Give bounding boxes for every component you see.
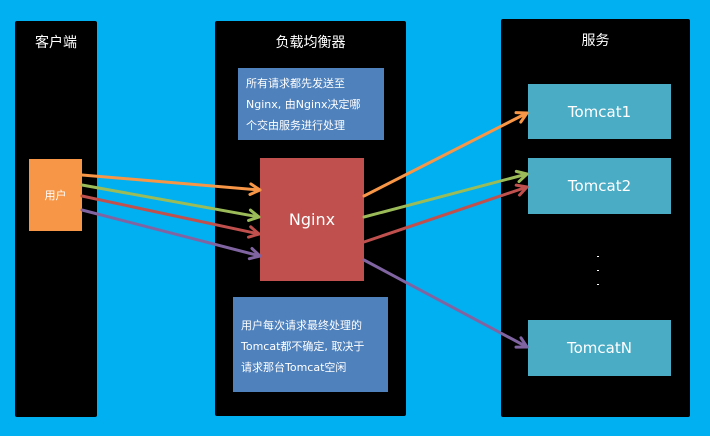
note-line: 所有请求都先发送至 — [246, 77, 345, 90]
arrowhead-purple-7 — [514, 336, 529, 349]
note-line: 个交由服务进行处理 — [246, 119, 345, 132]
arrow-red-6 — [362, 185, 529, 244]
services-column-title: 服务 — [581, 33, 610, 49]
ellipsis-dot — [597, 270, 599, 271]
ellipsis-dot — [597, 284, 599, 285]
arrow-green-1 — [80, 183, 261, 219]
client-column-title: 客户端 — [35, 35, 77, 51]
tomcat2-label: Tomcat2 — [567, 177, 632, 195]
arrow-purple-3 — [80, 208, 262, 258]
tomcat1-label: Tomcat1 — [567, 102, 632, 121]
arrowhead-orange-4 — [514, 111, 529, 124]
tomcatn-node: TomcatN — [528, 320, 671, 376]
nginx-node: Nginx — [260, 158, 364, 281]
arrowhead-red-2 — [246, 225, 261, 239]
user-label: 用户 — [44, 189, 67, 202]
ellipsis-dot — [597, 256, 599, 257]
note-line: 用户每次请求最终处理的 — [241, 319, 362, 332]
note-routing: 所有请求都先发送至 Nginx, 由Nginx决定哪 个交由服务进行处理 — [238, 68, 384, 140]
arrowhead-orange-0 — [248, 182, 262, 196]
note-uncertain-tomcat: 用户每次请求最终处理的 Tomcat都不确定, 取决于 请求那台Tomcat空闲 — [233, 297, 388, 392]
arrow-orange-4 — [362, 111, 529, 198]
arrowhead-red-6 — [514, 183, 529, 197]
tomcat2-node: Tomcat2 — [528, 158, 671, 214]
arrow-green-5 — [362, 172, 529, 219]
arrow-orange-0 — [80, 173, 262, 192]
note-line: Tomcat都不确定, 取决于 — [241, 340, 365, 353]
tomcat1-node: Tomcat1 — [528, 84, 671, 139]
arrowhead-green-1 — [247, 208, 261, 222]
arrow-purple-7 — [362, 258, 529, 349]
arrowhead-purple-3 — [247, 246, 262, 261]
arrow-red-2 — [80, 194, 261, 236]
tomcatn-label: TomcatN — [567, 339, 632, 357]
arrowhead-green-5 — [514, 169, 529, 184]
nginx-label: Nginx — [288, 210, 336, 229]
note-line: Nginx, 由Nginx决定哪 — [246, 98, 361, 111]
user-node: 用户 — [29, 159, 82, 231]
load-balancer-column-title: 负载均衡器 — [275, 35, 346, 51]
note-line: 请求那台Tomcat空闲 — [241, 361, 347, 374]
